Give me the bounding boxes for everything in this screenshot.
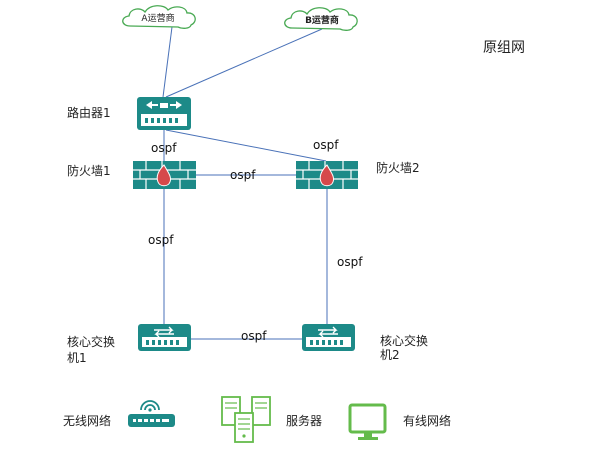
- cloud-b-icon: [284, 7, 358, 31]
- core-switch-1[interactable]: [138, 324, 191, 351]
- ospf-label-router-fw1: ospf: [151, 141, 177, 155]
- cloud-a: A运营商: [122, 5, 196, 29]
- firewall-2-flame-icon: [319, 164, 334, 187]
- cloud-a-label: A运营商: [141, 12, 174, 24]
- router-1[interactable]: [137, 97, 191, 130]
- links: [162, 26, 328, 340]
- cloud-b-label: B运营商: [305, 14, 339, 26]
- wired-monitor-icon: [348, 403, 387, 440]
- switch-2-label-line1: 核心交换: [380, 333, 428, 348]
- router-label: 路由器1: [67, 105, 111, 120]
- router-ports: [145, 118, 178, 123]
- switch-2-ports: [310, 340, 343, 345]
- cloud-a-icon: [122, 5, 196, 29]
- switch-1-ports: [146, 340, 179, 345]
- switch-1-arrows-icon: [154, 326, 174, 338]
- firewall-1-label: 防火墙1: [67, 163, 111, 178]
- legend-wireless-label: 无线网络: [63, 413, 111, 428]
- legend-wired-label: 有线网络: [403, 413, 451, 428]
- ospf-label-router-fw2: ospf: [313, 138, 339, 152]
- link-cloud-b-router: [165, 28, 323, 98]
- cloud-b: B运营商: [284, 7, 358, 31]
- firewall-1[interactable]: [133, 161, 196, 189]
- servers-icon: [221, 396, 271, 443]
- router-arrows-icon: [146, 101, 182, 109]
- firewall-2[interactable]: [296, 161, 358, 189]
- link-router-fw2: [165, 129, 327, 162]
- switch-2-label-line2: 机2: [380, 348, 400, 362]
- legend-servers-label: 服务器: [286, 413, 322, 428]
- firewall-2-label: 防火墙2: [376, 160, 420, 175]
- link-cloud-a-router: [162, 26, 173, 98]
- diagram-title: 原组网: [483, 40, 525, 56]
- switch-1-label-line2: 机1: [67, 351, 87, 365]
- wireless-ap-icon: [128, 400, 175, 427]
- ospf-label-sw1-sw2: ospf: [241, 329, 267, 343]
- switch-1-label-line1: 核心交换: [67, 334, 115, 349]
- legend: 无线网络 服务器: [63, 396, 451, 443]
- core-switch-2[interactable]: [302, 324, 355, 351]
- ospf-label-fw1-fw2: ospf: [230, 168, 256, 182]
- ospf-label-fw2-sw2: ospf: [337, 255, 363, 269]
- ospf-label-fw1-sw1: ospf: [148, 233, 174, 247]
- switch-2-arrows-icon: [318, 326, 338, 338]
- firewall-1-flame-icon: [156, 164, 171, 187]
